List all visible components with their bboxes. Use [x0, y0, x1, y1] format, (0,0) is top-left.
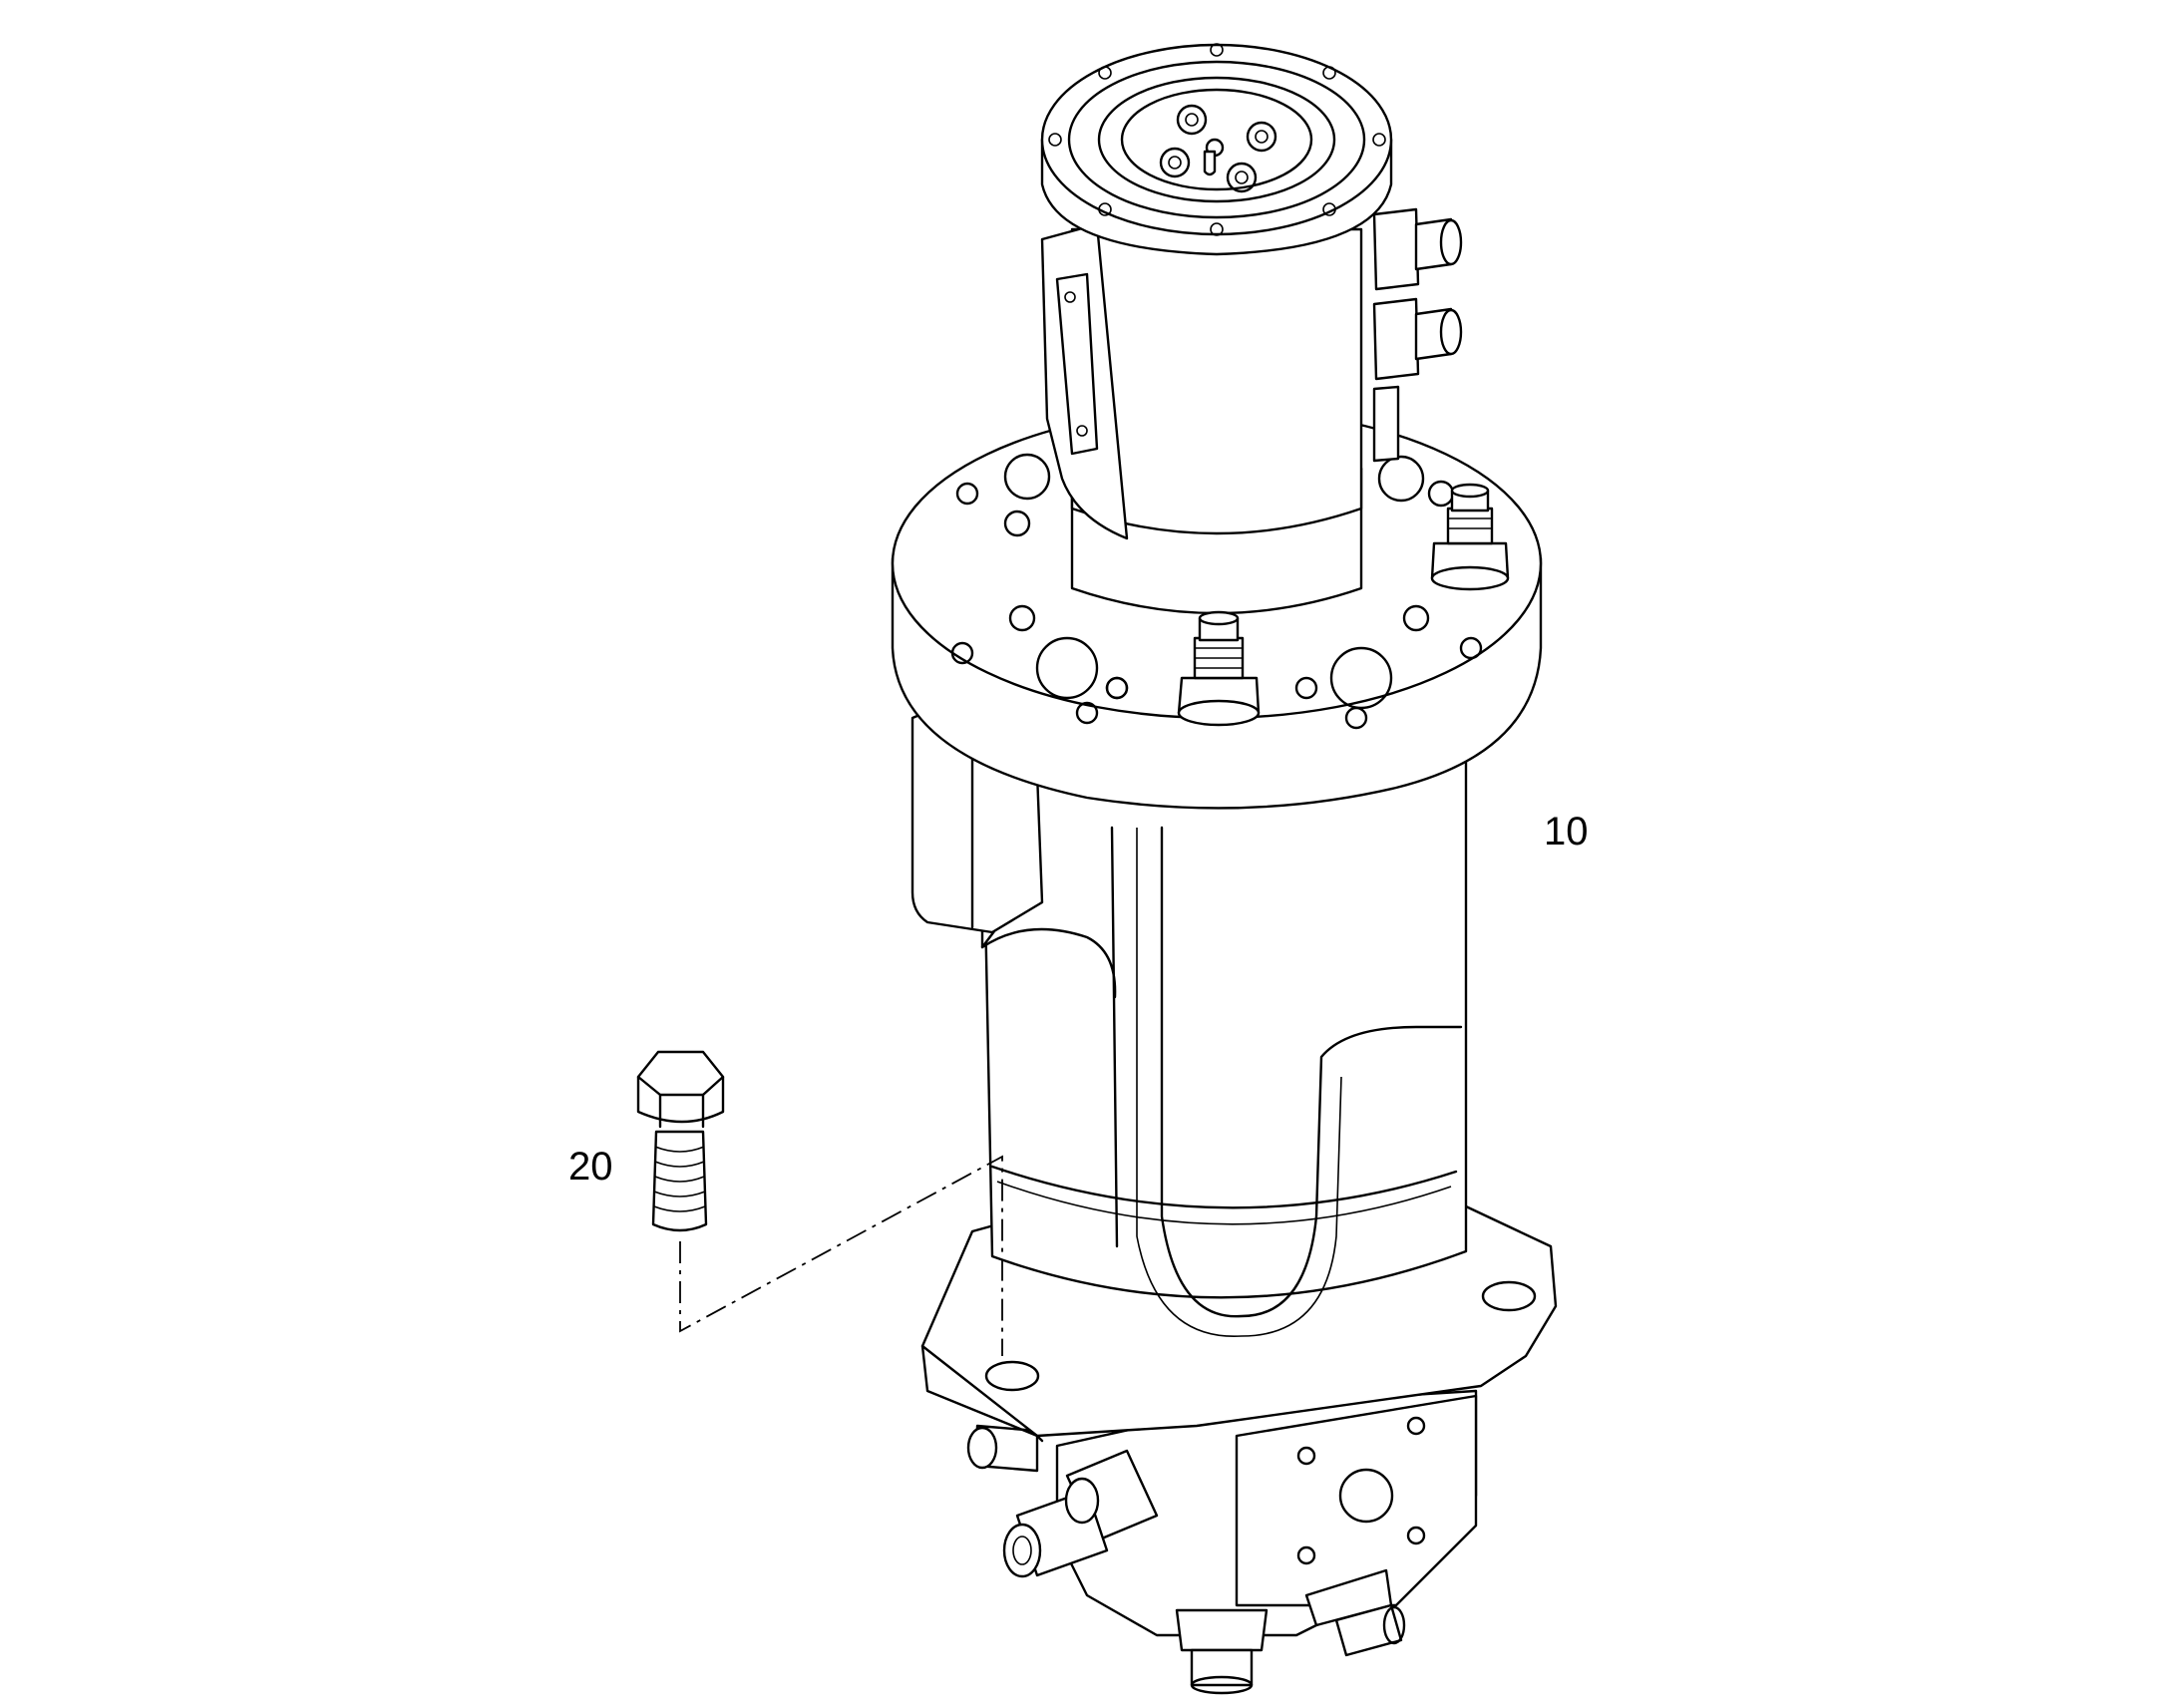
flange-fitting-right [1430, 483, 1510, 591]
flange-fitting-center [1177, 610, 1261, 727]
upper-fitting-3 [1372, 385, 1400, 463]
lower-valve-block [1055, 1389, 1478, 1637]
upper-fitting-2 [1372, 297, 1463, 381]
main-cylinder-body [980, 756, 1468, 1337]
lower-fitting-left [966, 1424, 1039, 1473]
top-cap [1040, 43, 1393, 256]
upper-fitting-1 [1372, 207, 1463, 291]
lower-fitting-right [1304, 1568, 1406, 1657]
assembly-leader-line [679, 1155, 1003, 1356]
hex-bolt-icon [636, 1050, 725, 1232]
upper-housing [1040, 222, 1363, 540]
lower-fitting-bottom [1175, 1608, 1269, 1695]
callout-item-10: 10 [1544, 810, 1589, 854]
lower-fitting-front [1002, 1449, 1159, 1578]
callout-item-20: 20 [568, 1145, 613, 1189]
